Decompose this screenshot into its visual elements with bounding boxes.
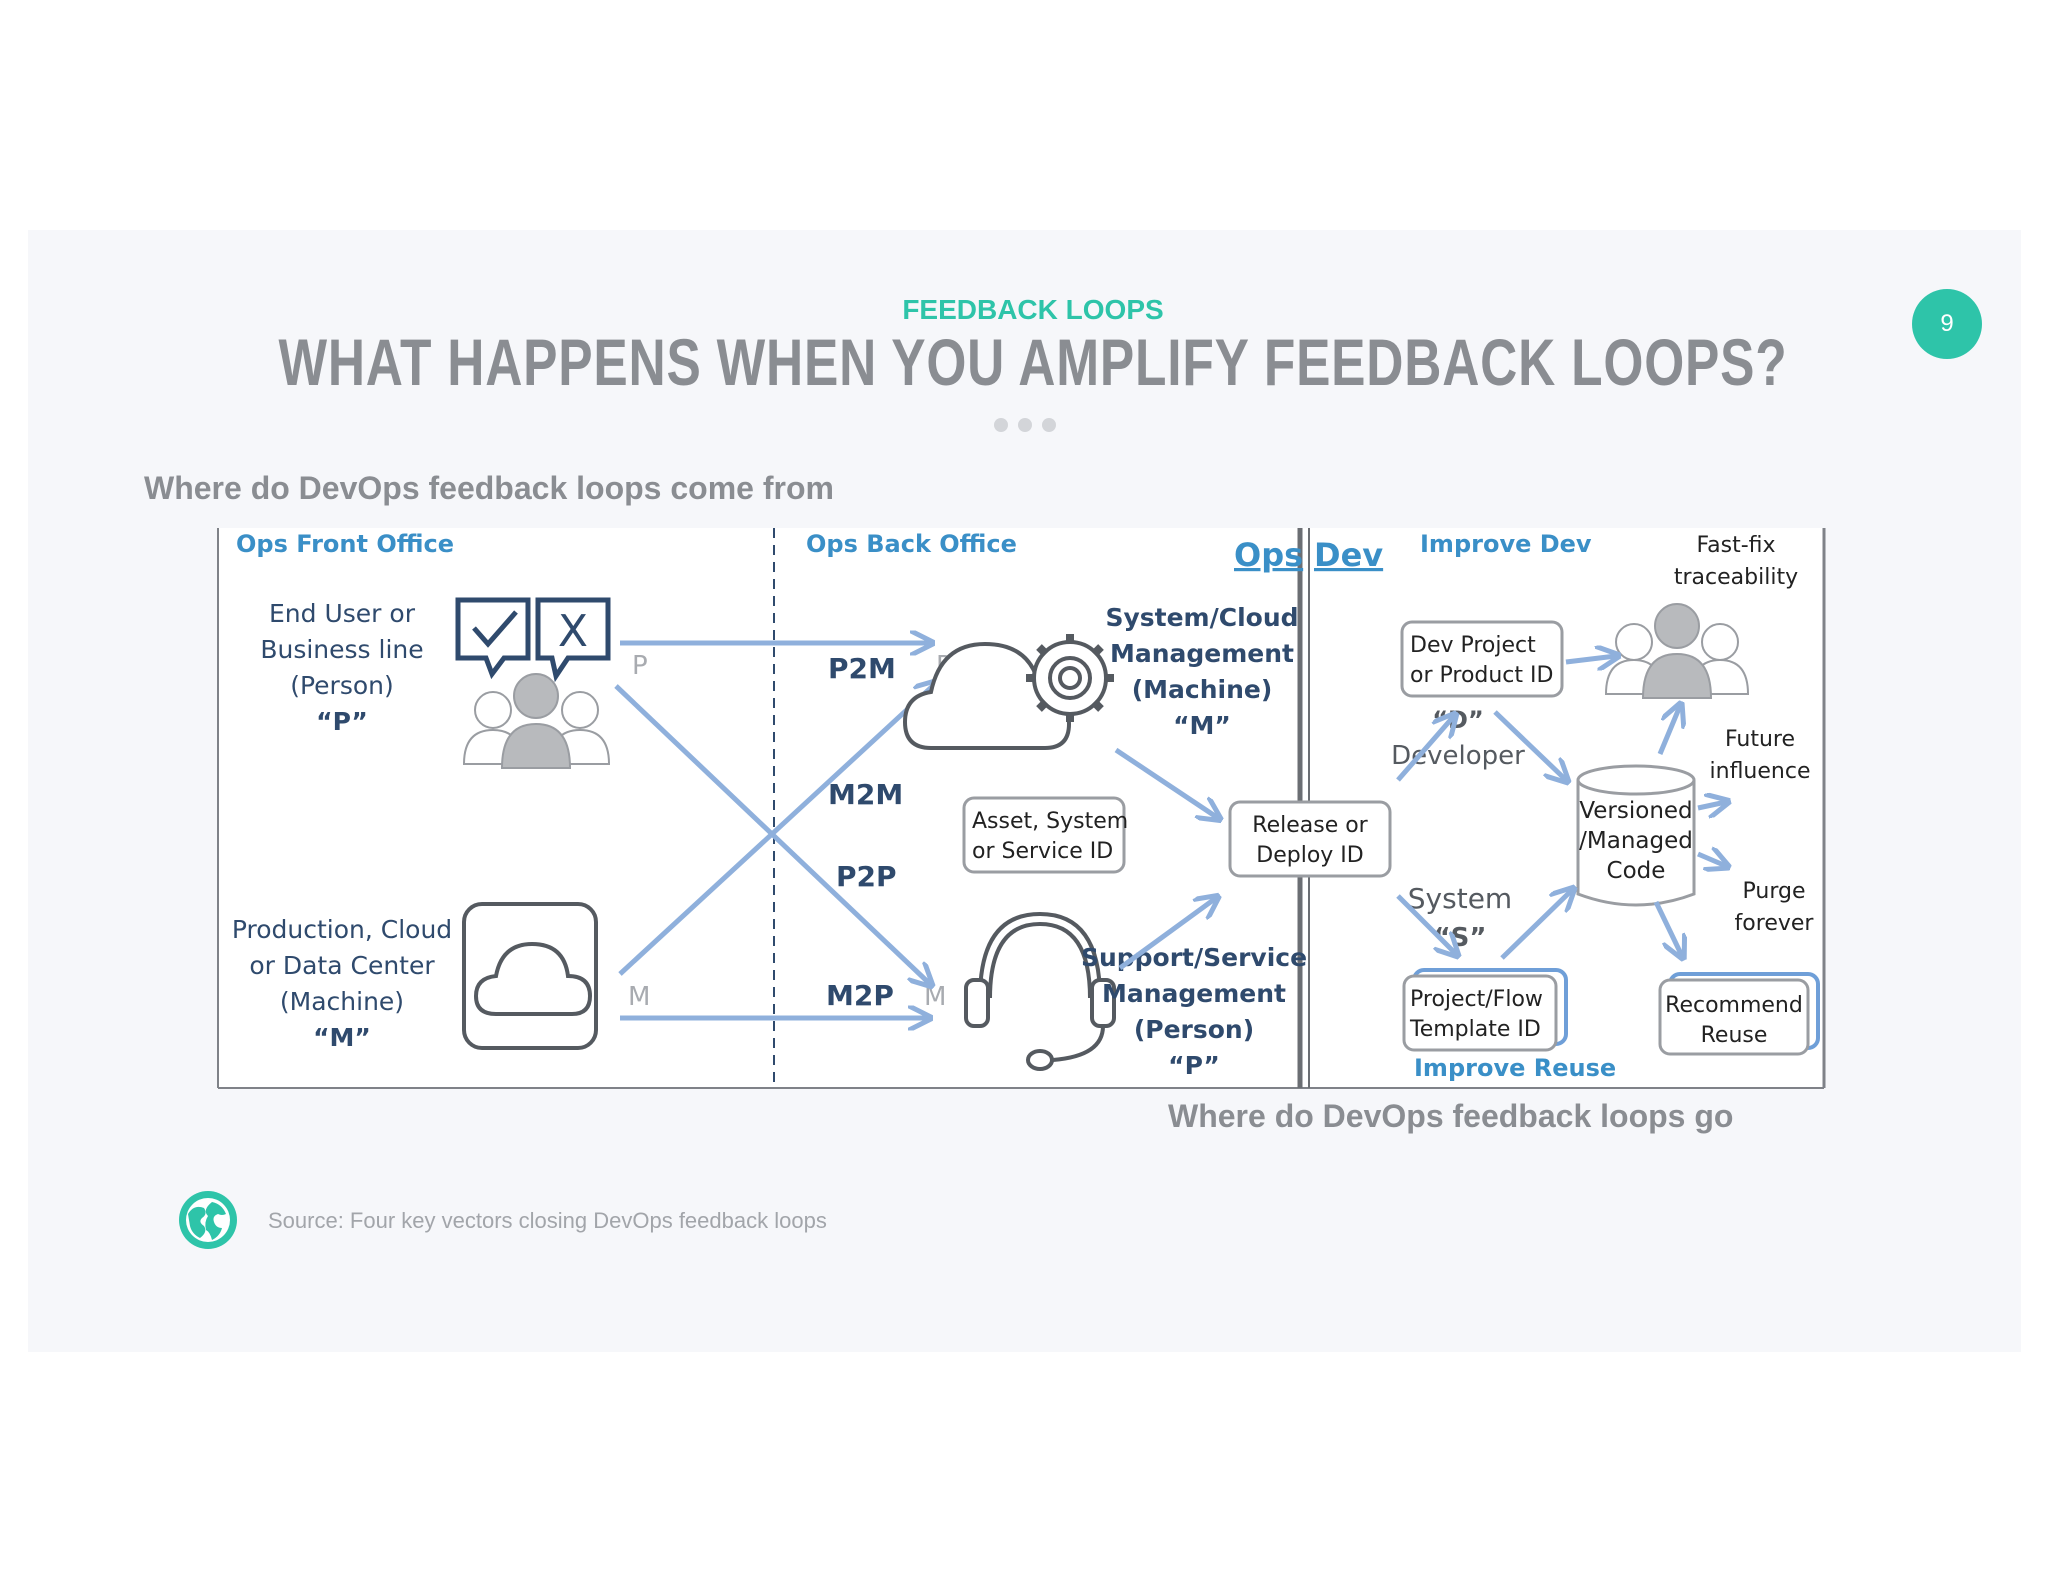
headset-icon — [964, 911, 1116, 1071]
purge-forever-label: Purge forever — [1735, 879, 1815, 936]
svg-text:(Machine): (Machine) — [1132, 675, 1273, 704]
recommend-reuse-box: Recommend Reuse — [1658, 972, 1820, 1056]
letter-m-right: M — [924, 982, 946, 1012]
slide: FEEDBACK LOOPS WHAT HAPPENS WHEN YOU AMP… — [28, 230, 2021, 1352]
vector-m2m: M2M — [828, 778, 903, 811]
svg-text:Reuse: Reuse — [1701, 1023, 1768, 1048]
globe-icon — [179, 1191, 237, 1249]
svg-text:“P”: “P” — [1168, 1051, 1220, 1080]
svg-text:or Product ID: or Product ID — [1410, 663, 1553, 688]
support-service-label: Support/Service Management (Person) “P” — [1081, 943, 1307, 1080]
svg-text:Purge: Purge — [1743, 879, 1806, 904]
svg-text:Recommend: Recommend — [1665, 993, 1803, 1018]
svg-text:“M”: “M” — [1173, 711, 1231, 740]
versioned-code-database-icon: Versioned /Managed Code — [1576, 764, 1696, 907]
svg-text:Template ID: Template ID — [1409, 1017, 1541, 1042]
header-improve-dev: Improve Dev — [1420, 530, 1592, 558]
svg-text:Support/Service: Support/Service — [1081, 943, 1307, 972]
slide-title: WHAT HAPPENS WHEN YOU AMPLIFY FEEDBACK L… — [278, 325, 1788, 399]
vector-p2p: P2P — [836, 860, 897, 893]
asset-system-box: Asset, System or Service ID — [962, 796, 1128, 874]
header-ops: Ops — [1234, 536, 1303, 574]
dev-project-box: Dev Project or Product ID — [1400, 620, 1564, 698]
svg-text:Production, Cloud: Production, Cloud — [232, 915, 452, 944]
svg-text:or Service ID: or Service ID — [972, 839, 1113, 864]
future-influence-label: Future influence — [1710, 727, 1811, 784]
svg-text:Release or: Release or — [1252, 813, 1368, 838]
svg-text:(Person): (Person) — [1134, 1015, 1254, 1044]
svg-text:System: System — [1408, 882, 1512, 915]
svg-text:or Data Center: or Data Center — [249, 951, 435, 980]
project-flow-box: Project/Flow Template ID — [1402, 968, 1568, 1052]
header-dev: Dev — [1314, 536, 1383, 574]
header-improve-reuse: Improve Reuse — [1414, 1054, 1616, 1082]
source-citation: Source: Four key vectors closing DevOps … — [268, 1208, 827, 1233]
system-cloud-label: System/Cloud Management (Machine) “M” — [1105, 603, 1298, 740]
svg-text:(Person): (Person) — [290, 671, 394, 700]
svg-text:Versioned: Versioned — [1579, 798, 1692, 824]
header-ops-front-office: Ops Front Office — [236, 530, 454, 558]
dev-people-group-icon — [1604, 603, 1750, 699]
header-ops-back-office: Ops Back Office — [806, 530, 1017, 558]
eyebrow-label: FEEDBACK LOOPS — [902, 294, 1164, 325]
svg-text:influence: influence — [1710, 759, 1811, 784]
vector-p2m: P2M — [828, 652, 896, 685]
vector-m2p: M2P — [826, 979, 894, 1012]
svg-text:/Managed: /Managed — [1579, 828, 1693, 854]
check-icon — [455, 597, 531, 680]
feedback-loop-diagram: Ops Front Office Ops Back Office Ops Dev… — [217, 528, 1826, 1089]
svg-text:Future: Future — [1725, 727, 1795, 752]
cloud-icon — [462, 902, 598, 1050]
cloud-gear-icon — [902, 634, 1114, 750]
arrow-support-to-release — [1118, 898, 1216, 971]
svg-text:X: X — [558, 606, 588, 657]
svg-text:Fast-fix: Fast-fix — [1696, 533, 1775, 558]
svg-text:Code: Code — [1607, 858, 1666, 884]
svg-text:Dev Project: Dev Project — [1410, 633, 1536, 658]
svg-text:Asset, System: Asset, System — [972, 809, 1128, 834]
svg-text:Business line: Business line — [260, 635, 423, 664]
svg-text:Deploy ID: Deploy ID — [1256, 843, 1363, 868]
svg-text:Project/Flow: Project/Flow — [1410, 987, 1543, 1012]
page-number-badge: 9 — [1912, 289, 1982, 359]
letter-m-left: M — [628, 982, 650, 1012]
arrow-cloud-to-release — [1114, 747, 1218, 818]
svg-text:Management: Management — [1110, 639, 1294, 668]
diagram-bottom-caption: Where do DevOps feedback loops go — [1168, 1098, 1734, 1134]
letter-p-left: P — [632, 651, 648, 681]
fast-fix-label: Fast-fix traceability — [1674, 533, 1798, 590]
x-icon: X — [535, 597, 611, 683]
svg-text:System/Cloud: System/Cloud — [1105, 603, 1298, 632]
svg-text:(Machine): (Machine) — [280, 987, 404, 1016]
svg-text:Management: Management — [1102, 979, 1286, 1008]
production-label: Production, Cloud or Data Center (Machin… — [232, 915, 452, 1052]
release-deploy-box: Release or Deploy ID — [1228, 800, 1392, 878]
end-user-label: End User or Business line (Person) “P” — [260, 599, 423, 736]
people-group-icon — [462, 673, 611, 769]
title-divider-dots — [994, 418, 1066, 437]
svg-text:“P”: “P” — [316, 707, 368, 736]
arrow-m2m — [618, 683, 936, 976]
svg-text:End User or: End User or — [269, 599, 416, 628]
svg-text:“M”: “M” — [313, 1023, 371, 1052]
svg-text:traceability: traceability — [1674, 565, 1798, 590]
diagram-subtitle: Where do DevOps feedback loops come from — [144, 470, 834, 506]
svg-text:forever: forever — [1735, 911, 1815, 936]
